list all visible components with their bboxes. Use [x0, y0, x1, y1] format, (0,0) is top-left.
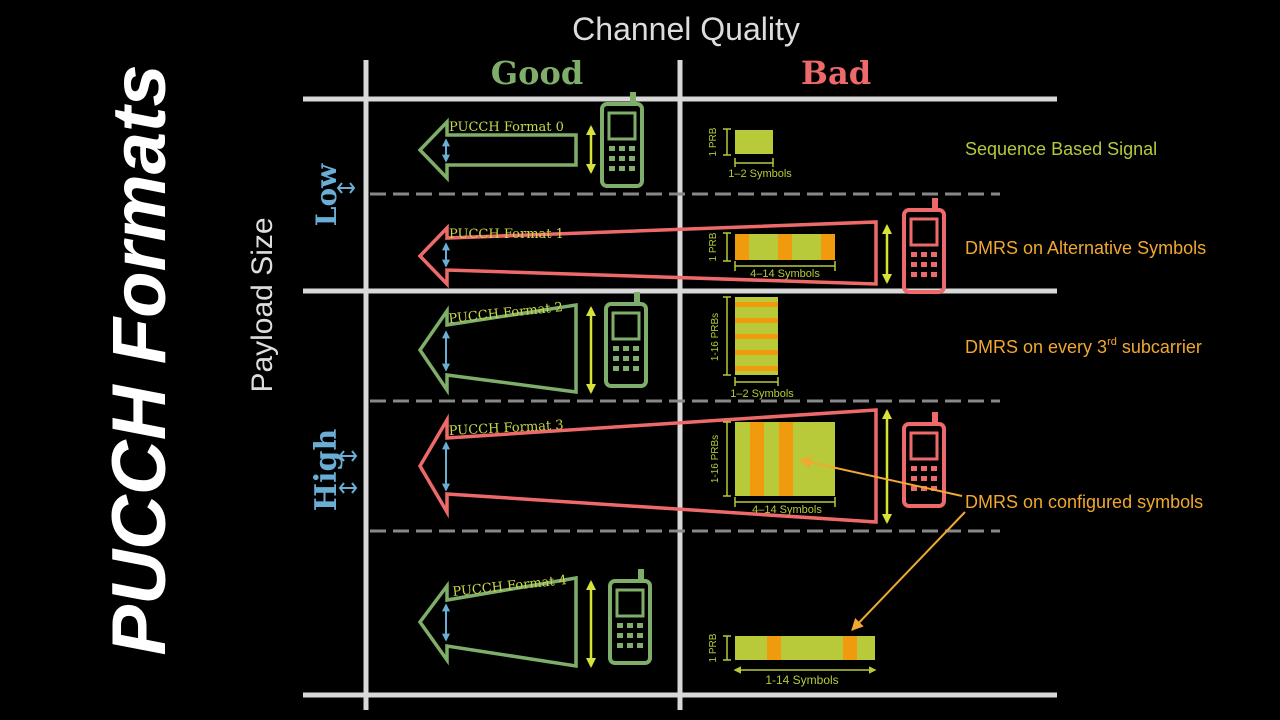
callout-arrow-to-format-3: [798, 456, 963, 497]
phone-icon: [604, 290, 648, 388]
format-2-description: DMRS on every 3rd subcarrier: [965, 336, 1202, 357]
format-0-arrow: [417, 117, 578, 183]
format-2-description-sup: rd: [1107, 336, 1117, 348]
format-2-symbols-label: 1–2 Symbols: [730, 388, 794, 400]
high-double-arrow-icon: [338, 450, 358, 494]
format-2-description-tail: subcarrier: [1117, 337, 1202, 357]
format-2-description-main: DMRS on every 3: [965, 337, 1107, 357]
format-2-row: PUCCH Format 2 1-16 PRBs 1–2 Symbols DMR…: [417, 290, 1202, 400]
phone-icon: [902, 410, 946, 508]
format-3-prb-label: 1-16 PRBs: [710, 435, 721, 483]
format-1-arrow: [417, 220, 878, 289]
format-0-resource-block: 1 PRB 1–2 Symbols: [708, 127, 792, 180]
format-4-resource-block: 1 PRB 1-14 Symbols: [708, 633, 877, 687]
format-3-arrow: [417, 408, 878, 524]
page-title: PUCCH Formats: [97, 64, 182, 655]
high-label: High: [309, 429, 344, 512]
low-double-arrow-icon: [336, 182, 356, 194]
grid: [303, 60, 1057, 710]
format-4-symbols-label: 1-14 Symbols: [765, 673, 838, 687]
payload-size-label: Payload Size: [246, 217, 279, 392]
format-1-symbols-label: 4–14 Symbols: [750, 268, 820, 280]
format-2-resource-block: 1-16 PRBs 1–2 Symbols: [710, 296, 794, 400]
format-2-arrow: [417, 302, 578, 396]
format-1-resource-block: 1 PRB 4–14 Symbols: [708, 232, 836, 280]
format-1-row: PUCCH Format 1 1 PRB 4–14 Symbols DMRS o…: [417, 196, 1206, 294]
bad-label: Bad: [801, 54, 871, 92]
format-4-label: PUCCH Format 4: [452, 573, 568, 600]
format-0-symbols-label: 1–2 Symbols: [728, 168, 792, 180]
format-4-row: PUCCH Format 4 1 PRB 1-14 Symbols: [417, 567, 877, 687]
format-4-arrow: [417, 575, 578, 669]
format-3-label: PUCCH Format 3: [448, 418, 564, 439]
phone-icon: [902, 196, 946, 294]
low-label: Low: [310, 163, 343, 226]
channel-quality-label: Channel Quality: [572, 11, 800, 47]
phone-icon: [608, 567, 652, 665]
good-label: Good: [491, 54, 583, 92]
format-2-prb-label: 1-16 PRBs: [710, 313, 721, 361]
format-0-row: PUCCH Format 0 1 PRB 1–2 Symbols Sequenc…: [417, 90, 1157, 188]
callout-arrow-to-format-4: [851, 511, 966, 631]
format-1-description: DMRS on Alternative Symbols: [965, 238, 1206, 258]
format-4-prb-label: 1 PRB: [708, 633, 719, 662]
format-1-prb-label: 1 PRB: [708, 232, 719, 261]
format-3-description: DMRS on configured symbols: [965, 492, 1203, 512]
phone-icon: [600, 90, 644, 188]
format-1-label: PUCCH Format 1: [449, 227, 564, 242]
format-3-resource-block: 1-16 PRBs 4–14 Symbols: [710, 421, 836, 516]
format-0-prb-label: 1 PRB: [708, 127, 719, 156]
format-0-description: Sequence Based Signal: [965, 139, 1157, 159]
format-0-label: PUCCH Format 0: [449, 120, 564, 135]
format-2-label: PUCCH Format 2: [448, 300, 564, 327]
format-3-row: PUCCH Format 3 1-16 PRBs 4–14 Symbols DM…: [417, 408, 1203, 631]
format-3-symbols-label: 4–14 Symbols: [752, 504, 822, 516]
